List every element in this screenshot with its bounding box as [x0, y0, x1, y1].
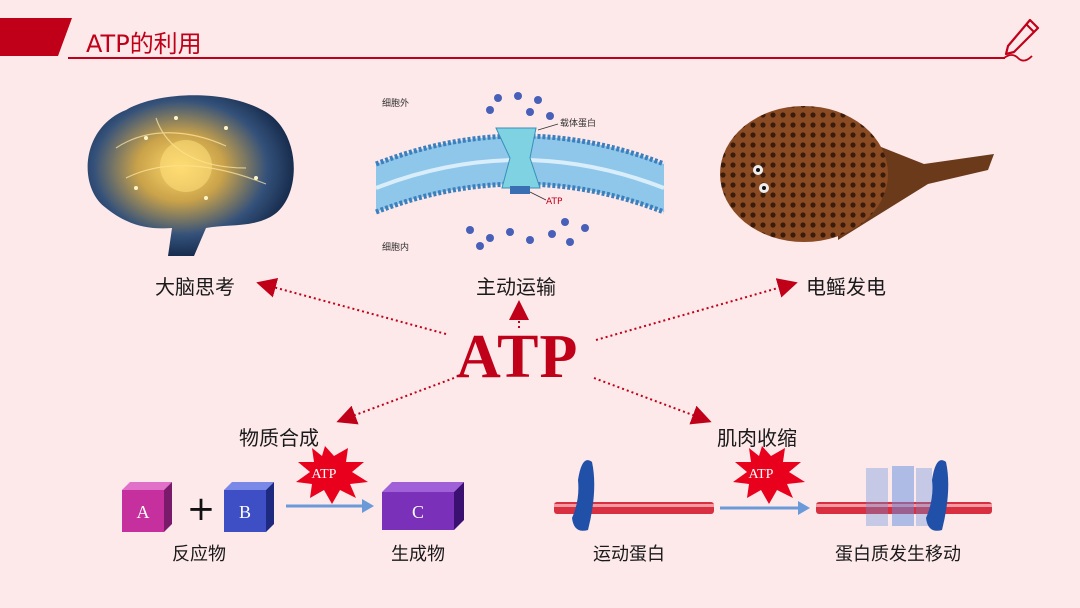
arrow-synthesis [336, 377, 455, 425]
inside-label: 细胞内 [382, 241, 409, 253]
electric-ray-image [720, 106, 994, 242]
page-title: ATP的利用 [86, 30, 202, 58]
svg-text:B: B [239, 502, 251, 522]
brain-label: 大脑思考 [155, 275, 235, 299]
synthesis-diagram: ATP A + B C [122, 446, 464, 532]
muscle-label: 肌肉收缩 [717, 426, 797, 450]
ray-label: 电鳐发电 [806, 275, 886, 299]
outside-label: 细胞外 [382, 97, 409, 109]
atp-burst-icon: ATP [296, 446, 368, 504]
plus-sign: + [187, 489, 216, 529]
product-label: 生成物 [391, 544, 445, 565]
arrow-muscle [593, 377, 712, 425]
arrow-brain [256, 278, 447, 335]
cube-c-icon: C [382, 482, 464, 530]
transport-diagram: 细胞外 细胞内 载体蛋白 ATP [375, 92, 665, 253]
svg-text:C: C [412, 502, 424, 522]
transport-label: 主动运输 [476, 275, 556, 299]
atp-center-label: ATP [456, 323, 579, 391]
cube-a-icon: A [122, 482, 172, 532]
atp-burst-icon: ATP [733, 446, 805, 504]
svg-text:A: A [137, 502, 150, 522]
pen-icon [1003, 18, 1040, 62]
motor-protein-label: 运动蛋白 [593, 544, 665, 565]
carrier-label: 载体蛋白 [560, 117, 596, 129]
arrow-ray [595, 278, 798, 341]
header-banner [0, 18, 1005, 59]
muscle-burst-text: ATP [749, 467, 774, 482]
synthesis-label: 物质合成 [239, 426, 319, 450]
synthesis-burst-text: ATP [312, 467, 337, 482]
transport-atp-label: ATP [546, 197, 563, 207]
muscle-diagram: ATP [554, 446, 992, 531]
brain-image [87, 95, 294, 257]
cube-b-icon: B [224, 482, 274, 532]
reactants-label: 反应物 [172, 544, 226, 565]
protein-moves-label: 蛋白质发生移动 [835, 544, 961, 565]
